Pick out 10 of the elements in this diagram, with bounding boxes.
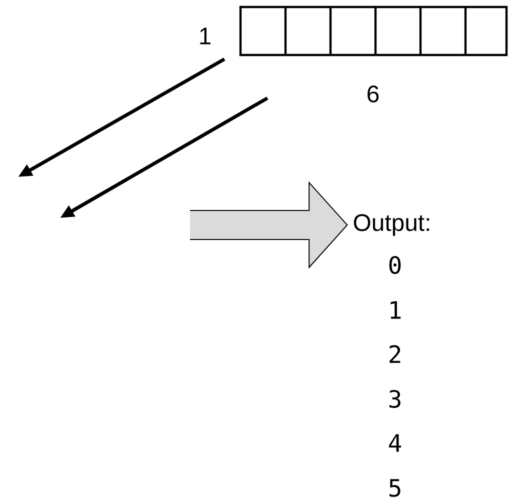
number-label: 1 [200, 28, 210, 44]
output-value: 2 [390, 345, 400, 363]
number-label: 6 [368, 86, 379, 102]
output-heading: Output: [354, 214, 430, 236]
array-drawing [239, 6, 508, 56]
output-value: 4 [389, 434, 402, 452]
output-value: 5 [389, 479, 400, 497]
output-value: 0 [389, 256, 401, 274]
output-value: 3 [389, 390, 400, 408]
output-value: 1 [390, 301, 401, 319]
